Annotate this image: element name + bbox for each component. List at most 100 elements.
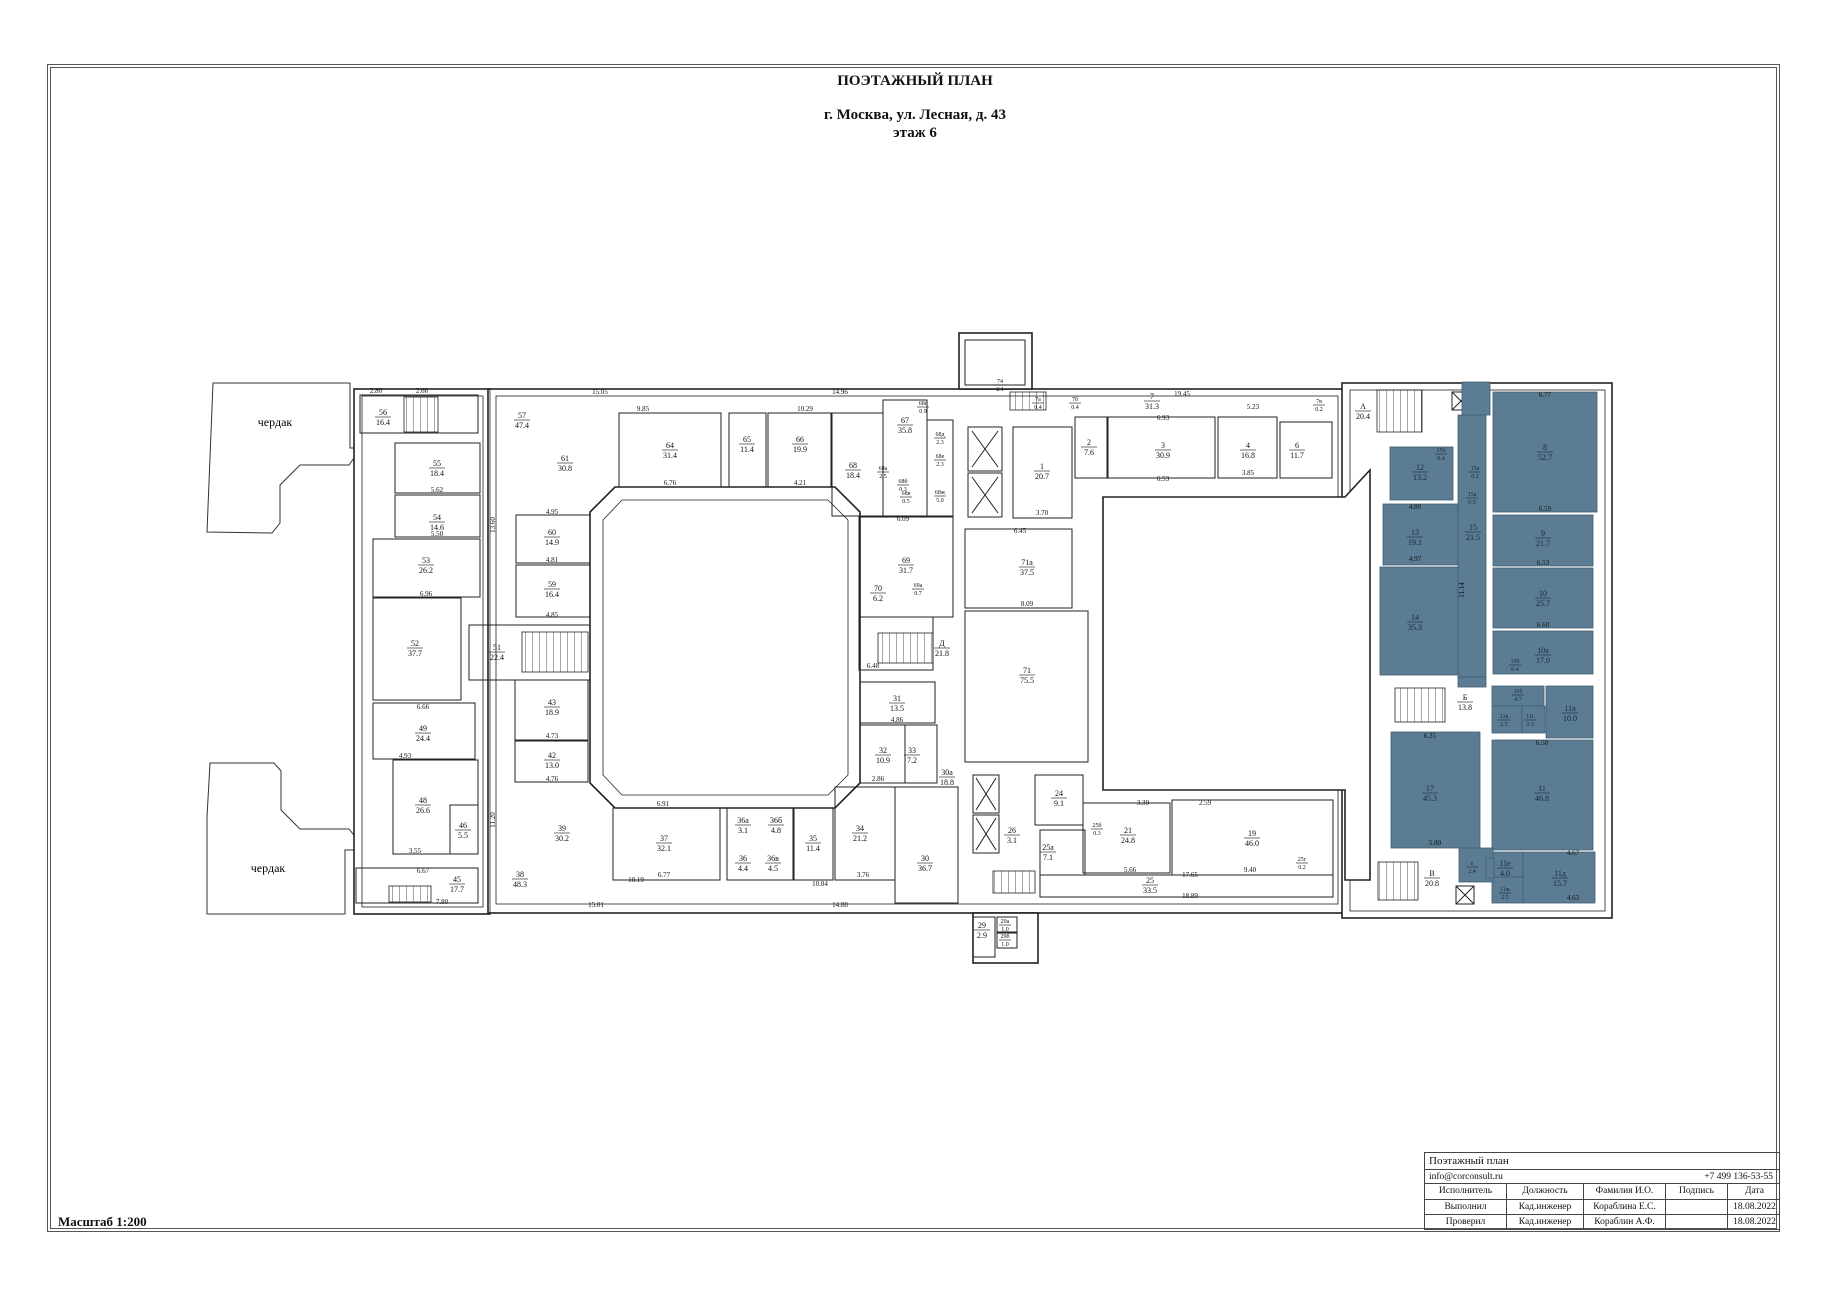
stairs-icon <box>992 870 1036 894</box>
stairs-icon <box>1009 391 1047 411</box>
elevator-icon <box>972 774 1000 814</box>
room-number: 36б <box>770 816 782 825</box>
room-area: 0.9 <box>919 409 927 415</box>
elevator-icon <box>972 814 1000 854</box>
highlighted-room[interactable] <box>1379 566 1459 676</box>
room-area: 0.5 <box>1468 500 1476 506</box>
highlighted-room[interactable] <box>1522 851 1596 904</box>
room-label: 249.1 <box>1051 789 1067 808</box>
room-area: 17.9 <box>1536 656 1550 665</box>
wing-left <box>353 388 491 915</box>
highlighted-room[interactable] <box>1389 446 1454 501</box>
room-area: 31.3 <box>1145 402 1159 411</box>
highlighted-room[interactable] <box>1521 705 1546 734</box>
attic-label-top: чердак <box>258 415 293 429</box>
room-area: 18.4 <box>430 469 444 478</box>
highlighted-room[interactable] <box>1461 381 1491 416</box>
drawing-frame <box>47 64 1780 1232</box>
room-label: 465.5 <box>455 821 471 840</box>
room-area: 30.8 <box>558 464 572 473</box>
drawing-frame-inner <box>50 67 1777 1229</box>
room-label: 731.3 <box>1144 392 1160 411</box>
highlighted-room[interactable] <box>1457 414 1487 678</box>
room-area: 21.5 <box>1466 533 1480 542</box>
room-label: 416.8 <box>1240 441 1256 460</box>
room-number: 55 <box>433 459 441 468</box>
room-area: 4.4 <box>738 864 748 873</box>
highlighted-room[interactable] <box>1545 685 1594 739</box>
title-block-cell: Выполнил <box>1425 1200 1507 1214</box>
dimension-label: 3.55 <box>409 847 422 855</box>
room-label: А20.4 <box>1355 402 1371 421</box>
room-area: 16.4 <box>376 418 390 427</box>
room-number: 2 <box>1087 438 1091 447</box>
room-number: 24 <box>1055 789 1063 798</box>
stairs-icon <box>1376 389 1423 433</box>
room-area: 4.5 <box>768 864 778 873</box>
scale-label: Масштаб 1:200 <box>58 1214 147 1229</box>
highlighted-room[interactable] <box>1491 739 1594 851</box>
room-area: 2.1 <box>996 387 1004 393</box>
dimension-label: 6.77 <box>658 871 671 879</box>
dimension-label: 15.01 <box>588 901 604 909</box>
dimension-label: 18.89 <box>1182 892 1198 900</box>
dimension-label: 4.95 <box>546 508 559 516</box>
room-number: 11д <box>1554 869 1566 878</box>
stairs-icon <box>1394 687 1446 723</box>
room-area: 0.2 <box>1471 474 1479 480</box>
dimension-label: 6.67 <box>417 867 430 875</box>
room-area: 24.8 <box>1121 836 1135 845</box>
room-number: 8 <box>1543 443 1547 452</box>
highlighted-room[interactable] <box>1491 876 1524 904</box>
room-area: 45.3 <box>1423 794 1437 803</box>
room-number: 46 <box>459 821 467 830</box>
room-number: 61 <box>561 454 569 463</box>
room-area: 0.4 <box>1034 405 1042 411</box>
dimension-label: 14.88 <box>832 901 848 909</box>
room-area: 24.4 <box>416 734 430 743</box>
attic-bottom <box>206 762 358 915</box>
room-area: 21.7 <box>1536 539 1550 548</box>
dimension-label: 4.67 <box>1567 849 1580 857</box>
dimension-label: 6.45 <box>1014 527 1027 535</box>
room-number: 19 <box>1248 829 1256 838</box>
room-area: 4.0 <box>1500 869 1510 878</box>
title-block: Поэтажный план info@corconsult.ru +7 499… <box>1424 1152 1780 1230</box>
room-area: 16.8 <box>1241 451 1255 460</box>
room-area: 0.7 <box>914 591 922 597</box>
room-area: 47.4 <box>515 421 529 430</box>
highlighted-room[interactable] <box>1492 630 1594 675</box>
highlighted-room[interactable] <box>1491 851 1524 878</box>
dimension-label: 4.80 <box>1409 503 1422 511</box>
room-number: 68ж <box>935 490 946 496</box>
highlighted-room[interactable] <box>1457 676 1487 688</box>
room-area: 7.6 <box>1084 448 1094 457</box>
room-area: 11.7 <box>1290 451 1304 460</box>
contact-email[interactable]: info@corconsult.ru <box>1429 1172 1503 1182</box>
room-label: е2.4 <box>1466 861 1478 875</box>
highlighted-room[interactable] <box>1491 705 1523 734</box>
room-area: 0.2 <box>1298 865 1306 871</box>
room-area: 5.0 <box>936 498 944 504</box>
dimension-label: 3.70 <box>1036 509 1049 517</box>
stairs-icon <box>1377 861 1419 901</box>
room-number: 45 <box>453 875 461 884</box>
highlighted-room[interactable] <box>1485 857 1495 879</box>
highlighted-room[interactable] <box>1390 731 1481 849</box>
highlighted-room[interactable] <box>1492 514 1594 567</box>
room-area: 2.5 <box>879 474 887 480</box>
